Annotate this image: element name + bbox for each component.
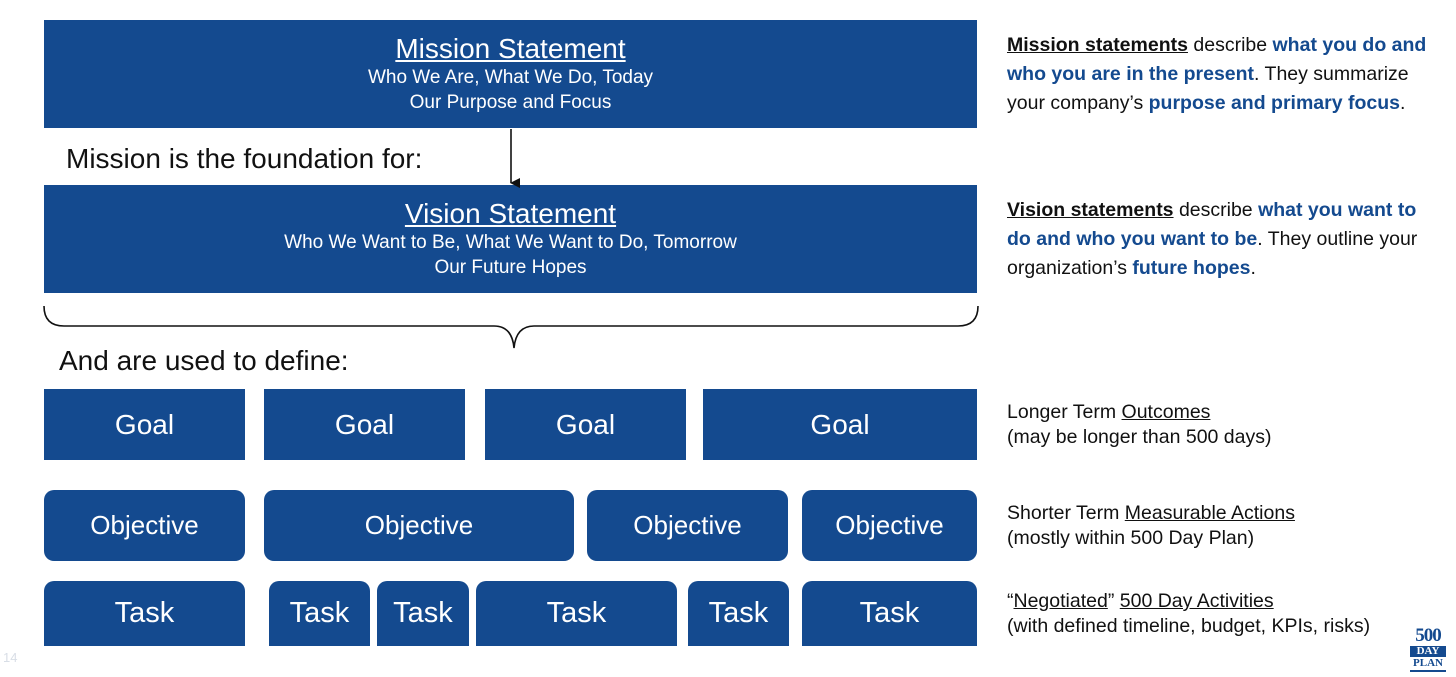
mission-statement-box: Mission Statement Who We Are, What We Do… xyxy=(44,20,977,128)
500-day-plan-logo: 500 DAY PLAN xyxy=(1410,625,1446,672)
curly-brace xyxy=(43,305,979,349)
vision-desc-term: Vision statements xyxy=(1007,199,1174,221)
objective-box: Objective xyxy=(264,490,574,561)
vision-line-2: Our Future Hopes xyxy=(434,257,587,278)
vision-statement-box: Vision Statement Who We Want to Be, What… xyxy=(44,185,977,293)
task-box: Task xyxy=(377,581,469,646)
vision-desc-highlight-1: what you want to do and who you want to … xyxy=(1007,199,1417,250)
page-number: 14 xyxy=(3,650,18,665)
objective-desc-prefix: Shorter Term xyxy=(1007,502,1125,524)
task-box: Task xyxy=(802,581,977,646)
logo-line-3: PLAN xyxy=(1413,657,1443,669)
vision-title: Vision Statement xyxy=(404,198,617,229)
task-box: Task xyxy=(44,581,245,646)
task-box: Task xyxy=(476,581,677,646)
task-desc-suffix: ” xyxy=(1107,590,1120,612)
task-box: Task xyxy=(688,581,789,646)
goal-box: Goal xyxy=(264,389,465,460)
mission-desc-text-3: . xyxy=(1400,92,1406,114)
objective-box: Objective xyxy=(587,490,788,561)
define-heading: And are used to define: xyxy=(59,345,349,376)
logo-line-1: 500 xyxy=(1415,625,1442,646)
vision-description: Vision statements describe what you want… xyxy=(1007,196,1437,283)
vision-desc-text-1: describe xyxy=(1173,199,1259,221)
mission-line-1: Who We Are, What We Do, Today xyxy=(367,67,654,88)
task-desc-line-2: (with defined timeline, budget, KPIs, ri… xyxy=(1007,615,1371,637)
mission-description: Mission statements describe what you do … xyxy=(1007,31,1437,118)
goal-desc-line-2: (may be longer than 500 days) xyxy=(1007,426,1272,448)
goal-box: Goal xyxy=(485,389,686,460)
goal-desc-prefix: Longer Term xyxy=(1007,401,1122,423)
mission-desc-highlight-2: purpose and primary focus xyxy=(1148,92,1401,114)
vision-desc-text-3: . xyxy=(1250,257,1256,279)
task-description: “Negotiated” 500 Day Activities (with de… xyxy=(1007,589,1370,639)
goal-box: Goal xyxy=(44,389,245,460)
vision-desc-text-2: . They outline your organization’s xyxy=(1007,228,1418,279)
objective-box: Objective xyxy=(44,490,245,561)
goal-description: Longer Term Outcomes (may be longer than… xyxy=(1007,400,1272,450)
mission-desc-text-1: describe xyxy=(1187,34,1273,56)
vision-line-1: Who We Want to Be, What We Want to Do, T… xyxy=(284,232,737,253)
objective-desc-line-2: (mostly within 500 Day Plan) xyxy=(1007,527,1255,549)
task-desc-underlined-2: 500 Day Activities xyxy=(1119,590,1274,612)
logo-underline xyxy=(1410,670,1446,672)
mission-desc-term: Mission statements xyxy=(1007,34,1188,56)
goal-box: Goal xyxy=(703,389,977,460)
task-desc-underlined: Negotiated xyxy=(1013,590,1108,612)
objective-box: Objective xyxy=(802,490,977,561)
objective-desc-underlined: Measurable Actions xyxy=(1124,502,1295,524)
logo-line-2: DAY xyxy=(1410,646,1446,657)
mission-line-2: Our Purpose and Focus xyxy=(409,92,612,113)
objective-description: Shorter Term Measurable Actions (mostly … xyxy=(1007,501,1295,551)
task-box: Task xyxy=(269,581,370,646)
goal-desc-underlined: Outcomes xyxy=(1121,401,1211,423)
foundation-heading: Mission is the foundation for: xyxy=(66,143,423,174)
mission-desc-text-2: . They summarize your company’s xyxy=(1007,63,1409,114)
vision-desc-highlight-2: future hopes xyxy=(1132,257,1251,279)
mission-title: Mission Statement xyxy=(395,33,626,64)
mission-desc-highlight-1: what you do and who you are in the prese… xyxy=(1007,34,1427,85)
task-desc-prefix: “ xyxy=(1007,590,1014,612)
